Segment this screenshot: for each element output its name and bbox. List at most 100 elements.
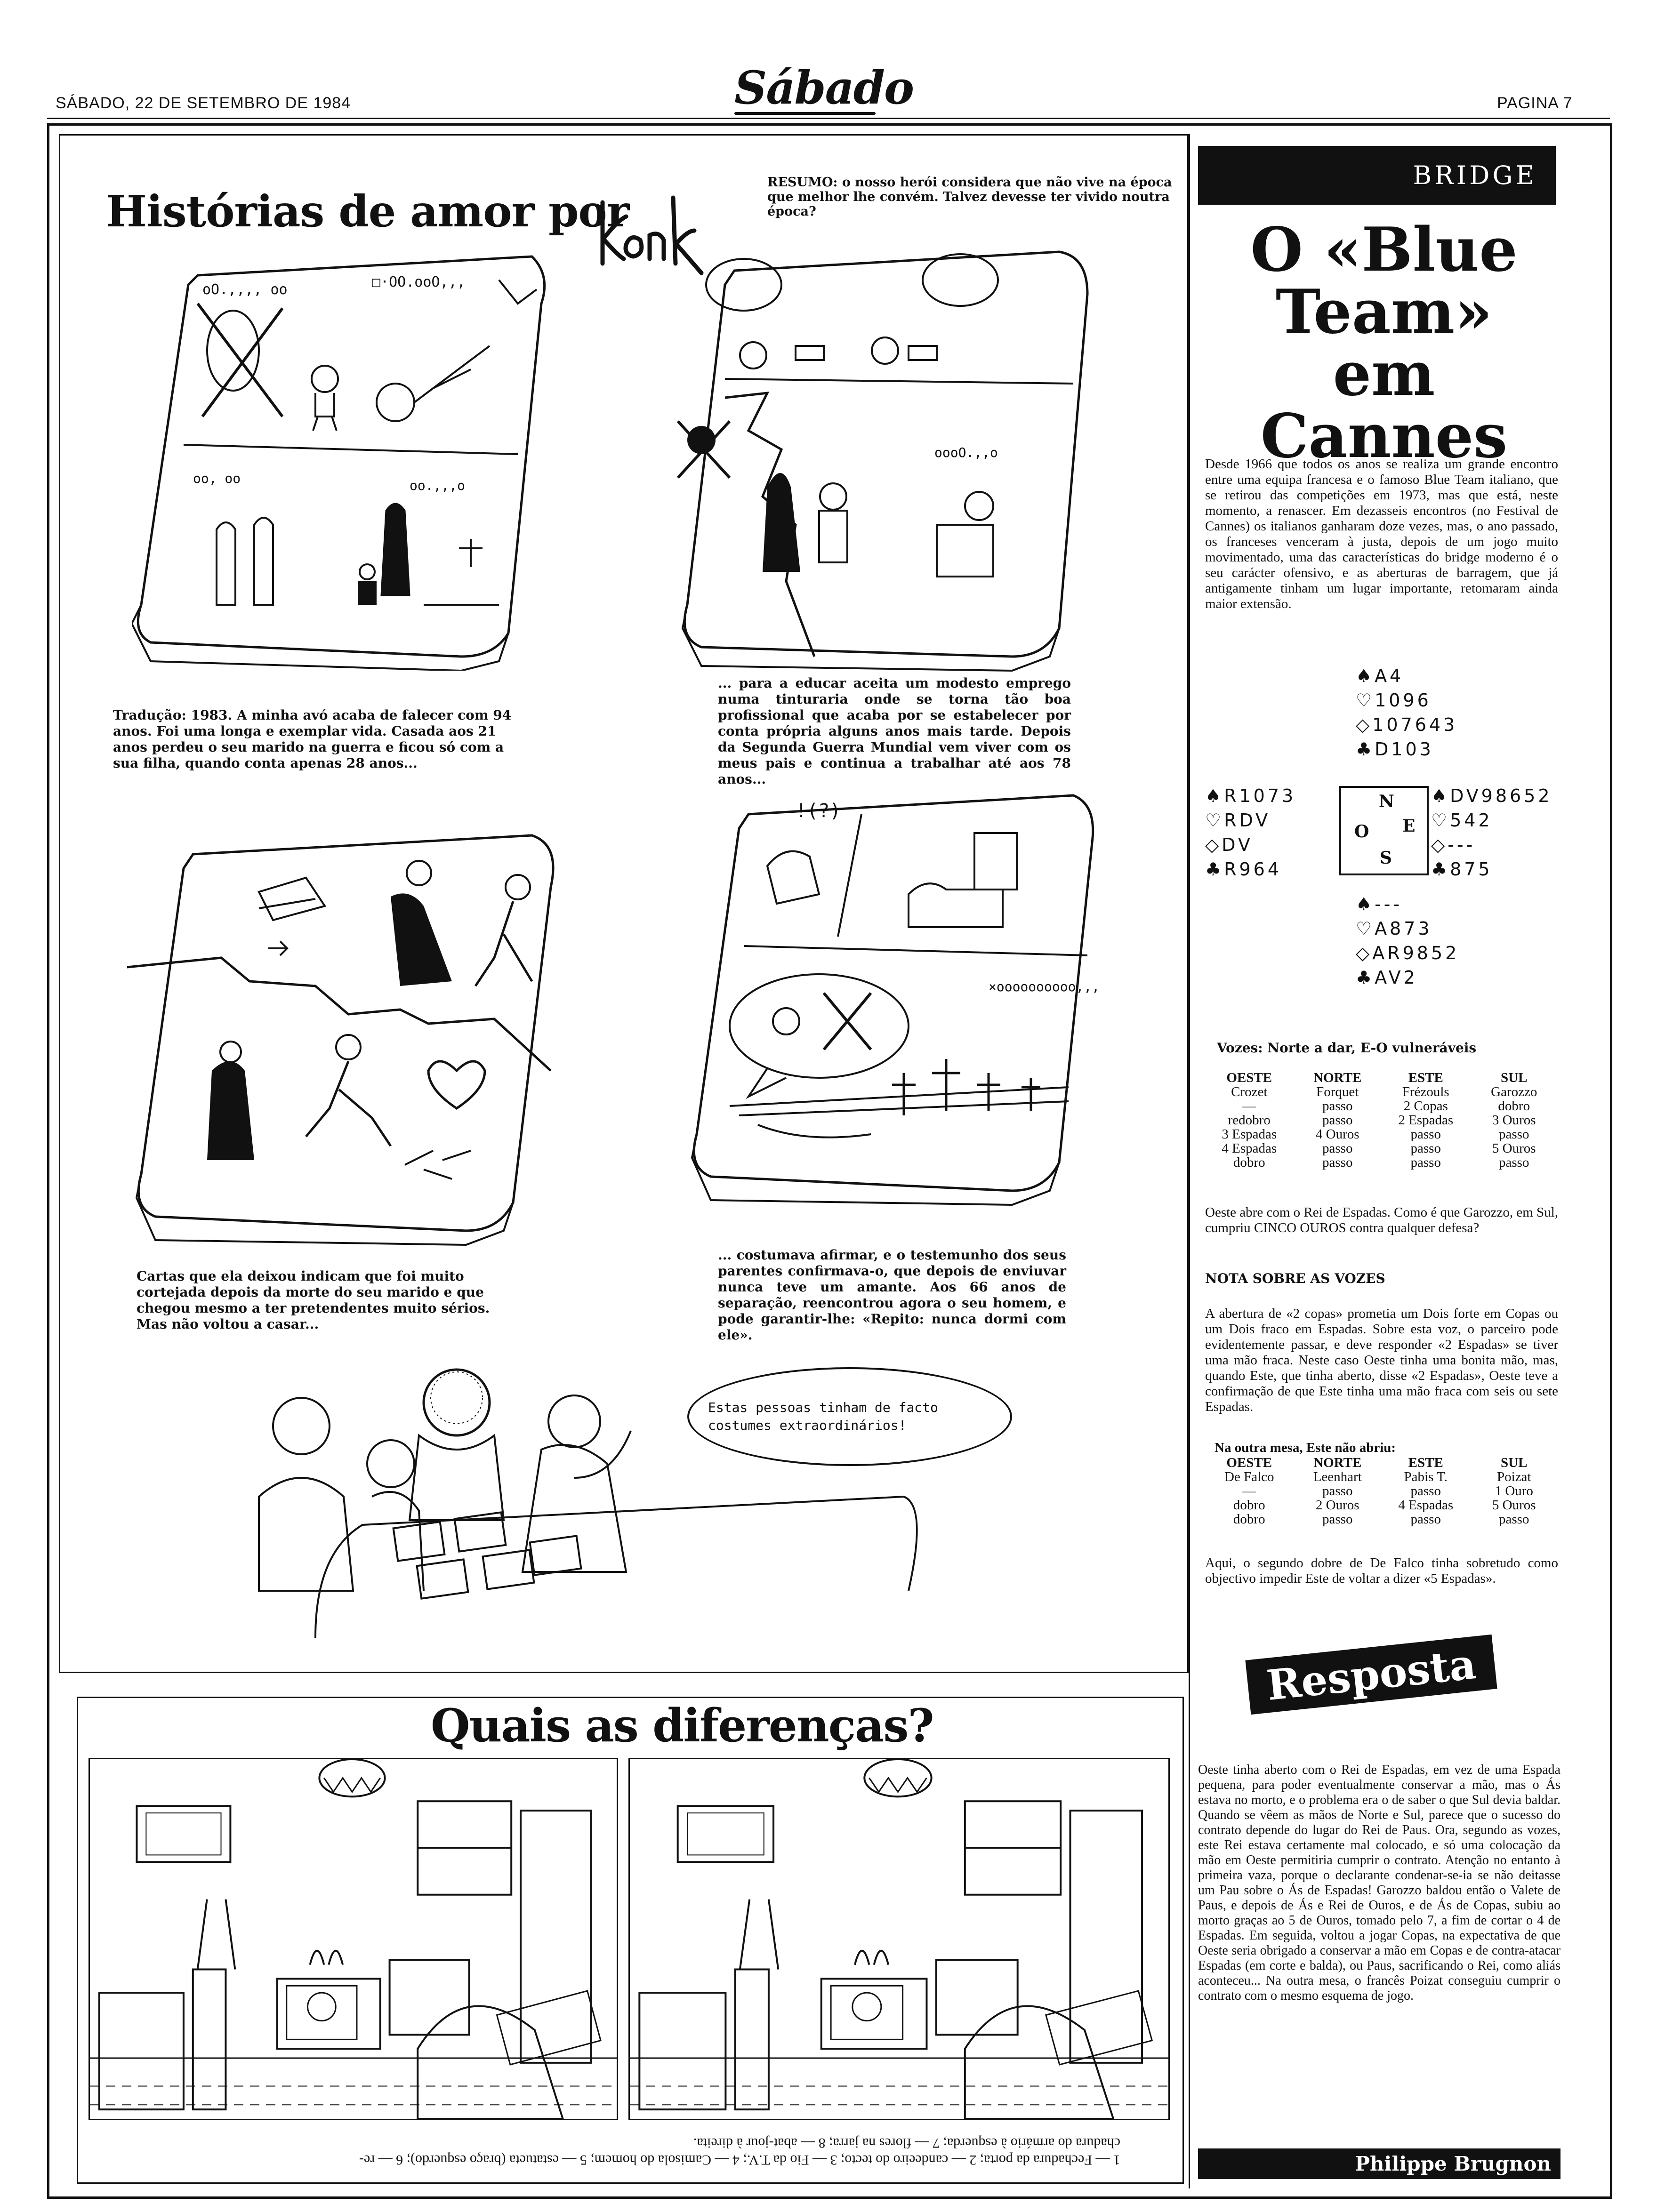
differences-image-right [628, 1758, 1170, 2120]
differences-answer-line-2: chadura do armário à esquerda; 7 — flore… [693, 2135, 1120, 2151]
bridge-column-rule [1189, 134, 1190, 2188]
note-title: NOTA SOBRE AS VOZES [1205, 1271, 1385, 1286]
t2-header-norte: NORTE [1313, 1455, 1362, 1470]
speech-bubble: Estas pessoas tinham de facto costumes e… [687, 1367, 1012, 1466]
compass-box: N O E S [1339, 786, 1429, 875]
t1-bid: 4 Espadas [1222, 1141, 1277, 1156]
comic-final-scene [221, 1355, 1045, 1638]
differences-answer-line-1: 1 — Fechadura da porta; 2 — candeeiro do… [359, 2152, 1120, 2168]
scribble-5: oooO.,,o [934, 445, 998, 460]
t1-player: Crozet [1231, 1084, 1268, 1099]
comic-panel-3 [127, 826, 574, 1250]
west-spades: ♠R1073 [1205, 785, 1296, 806]
t1-bid: dobro [1498, 1098, 1530, 1114]
other-table-label: Na outra mesa, Este não abriu: [1215, 1440, 1396, 1455]
t1-header-sul: SUL [1501, 1070, 1528, 1085]
t2-bid: — [1242, 1483, 1256, 1499]
differences-frame [77, 1697, 1184, 2184]
bridge-problem: Oeste abre com o Rei de Espadas. Como é … [1205, 1205, 1558, 1235]
t1-player: Frézouls [1402, 1084, 1449, 1099]
t1-bid: — [1242, 1098, 1256, 1114]
t1-bid: 3 Ouros [1492, 1113, 1536, 1128]
bidding-table-1: OESTE NORTE ESTE SUL Crozet Forquet Fréz… [1205, 1071, 1558, 1170]
t1-player: Garozzo [1491, 1084, 1537, 1099]
t1-bid: passo [1322, 1098, 1353, 1114]
t1-bid: 2 Copas [1403, 1098, 1448, 1114]
compass-east: E [1402, 816, 1416, 836]
comic-title: Histórias de amor por [106, 186, 629, 237]
t1-bid: passo [1322, 1155, 1353, 1170]
bridge-title: O «Blue Team» em Cannes [1205, 219, 1563, 467]
hand-south: ♠--- ♡A873 ◇AR9852 ♣AV2 [1356, 892, 1459, 990]
east-spades: ♠DV98652 [1431, 785, 1552, 806]
comic-caption-4: ... costumava afirmar, e o testemunho do… [718, 1247, 1066, 1343]
bridge-title-line-3: em Cannes [1260, 339, 1508, 472]
comic-frame [59, 134, 1189, 1673]
compass-south: S [1380, 848, 1392, 868]
bridge-note: A abertura de «2 copas» prometia um Dois… [1205, 1306, 1558, 1414]
t2-player: Pabis T. [1404, 1469, 1448, 1484]
t2-bid: passo [1410, 1483, 1441, 1499]
south-clubs: ♣AV2 [1356, 967, 1418, 988]
comic-caption-1: Tradução: 1983. A minha avó acaba de fal… [113, 707, 512, 771]
resposta-box: Resposta [1245, 1634, 1497, 1715]
t1-bid: dobro [1233, 1155, 1265, 1170]
vozes-label: Vozes: Norte a dar, E-O vulneráveis [1217, 1040, 1477, 1056]
hand-east: ♠DV98652 ♡542 ◇--- ♣875 [1431, 784, 1552, 882]
t1-bid: passo [1410, 1127, 1441, 1142]
t1-bid: passo [1410, 1155, 1441, 1170]
differences-title: Quais as diferenças? [431, 1699, 934, 1752]
bridge-note-2: Aqui, o segundo dobre de De Falco tinha … [1205, 1555, 1558, 1586]
t2-player: Leenhart [1313, 1469, 1362, 1484]
comic-caption-3: Cartas que ela deixou indicam que foi mu… [137, 1268, 490, 1332]
bridge-band: BRIDGE [1198, 146, 1556, 205]
hand-north: ♠A4 ♡1096 ◇107643 ♣D103 [1356, 664, 1457, 761]
differences-answer: 1 — Fechadura da porta; 2 — candeeiro do… [141, 2134, 1120, 2168]
east-hearts: ♡542 [1431, 810, 1493, 831]
bridge-title-line-1: O «Blue [1250, 215, 1518, 285]
scribble-2: □·OO.ooO,,, [372, 274, 466, 290]
t1-bid: passo [1322, 1113, 1353, 1128]
east-clubs: ♣875 [1431, 859, 1493, 880]
bridge-intro: Desde 1966 que todos os anos se realiza … [1205, 457, 1558, 611]
south-spades: ♠--- [1356, 894, 1403, 914]
newspaper-logo: Sábado [734, 61, 914, 114]
north-hearts: ♡1096 [1356, 690, 1432, 711]
hand-west: ♠R1073 ♡RDV ◇DV ♣R964 [1205, 784, 1296, 882]
south-hearts: ♡A873 [1356, 918, 1432, 939]
scribble-1: oO.,,,, oo [202, 281, 288, 298]
comic-panel-4 [683, 786, 1106, 1210]
north-diamonds: ◇107643 [1356, 714, 1458, 735]
logo-underline [734, 112, 876, 115]
scribble-6: !(?) [796, 800, 841, 822]
t1-bid: redobro [1228, 1113, 1271, 1128]
comic-caption-2: ... para a educar aceita um modesto empr… [718, 675, 1071, 787]
resposta-text: Oeste tinha aberto com o Rei de Espadas,… [1198, 1763, 1560, 2003]
comic-resumo: RESUMO: o nosso herói considera que não … [767, 175, 1172, 219]
south-diamonds: ◇AR9852 [1356, 943, 1460, 963]
differences-image-left [88, 1758, 618, 2120]
t2-bid: 5 Ouros [1492, 1498, 1536, 1513]
t1-bid: passo [1410, 1141, 1441, 1156]
t1-player: Forquet [1316, 1084, 1359, 1099]
t2-bid: passo [1499, 1512, 1529, 1527]
t2-bid: 4 Espadas [1398, 1498, 1454, 1513]
west-diamonds: ◇DV [1205, 834, 1253, 855]
east-diamonds: ◇--- [1431, 834, 1476, 855]
speech-bubble-text: Estas pessoas tinham de facto costumes e… [708, 1400, 938, 1433]
t1-bid: passo [1499, 1127, 1529, 1142]
t1-bid: 3 Espadas [1222, 1127, 1277, 1142]
t1-bid: 4 Ouros [1315, 1127, 1359, 1142]
scribble-3: oo, oo [193, 471, 241, 486]
t1-header-oeste: OESTE [1226, 1070, 1272, 1085]
t2-bid: dobro [1233, 1512, 1265, 1527]
bidding-table-2: OESTE NORTE ESTE SUL De Falco Leenhart P… [1205, 1456, 1558, 1526]
t2-header-sul: SUL [1501, 1455, 1528, 1470]
t2-bid: 2 Ouros [1315, 1498, 1359, 1513]
t2-player: Poizat [1497, 1469, 1531, 1484]
west-clubs: ♣R964 [1205, 859, 1282, 880]
north-spades: ♠A4 [1356, 665, 1404, 686]
compass-west: O [1354, 822, 1369, 842]
header-rule [47, 118, 1610, 119]
scribble-7: ×oooooooooo,,, [989, 979, 1100, 994]
